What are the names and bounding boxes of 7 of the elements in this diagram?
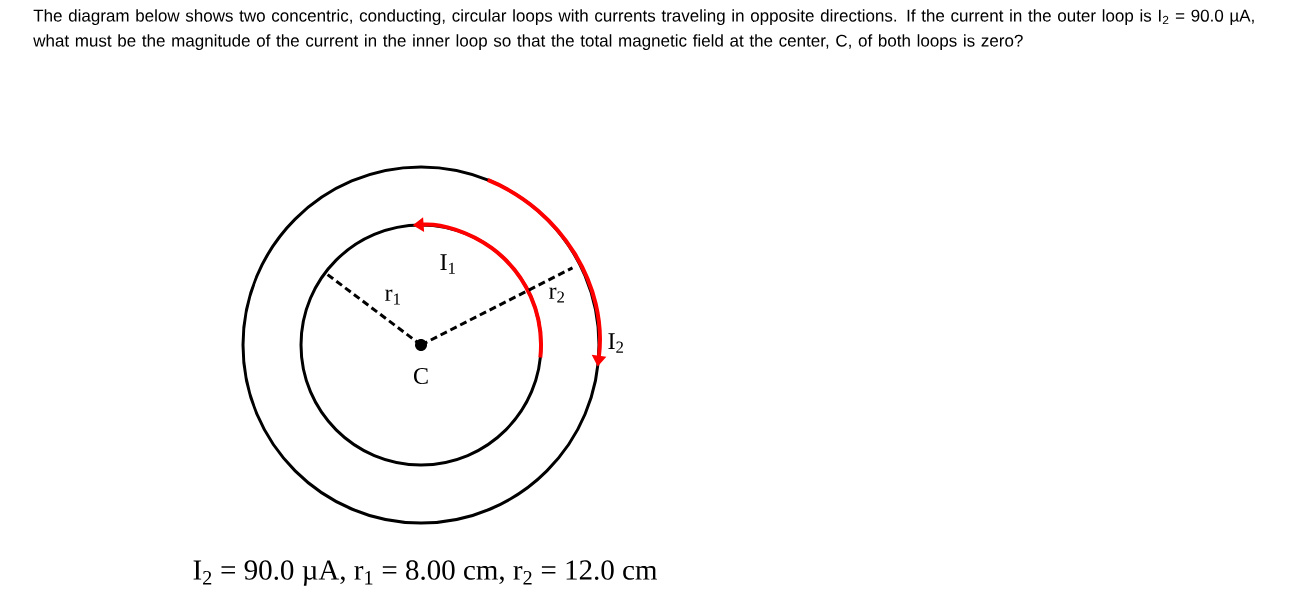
given-values: I$_{2}$ = 90.0 µA, r$_{1}$ = 8.00 cm, r$_{2}$ = 12.0 cm xyxy=(193,560,658,586)
question-text: The diagram below shows two concentric, conducting, circular loops with currents traveling in opposite directions. If the current in the outer loop is I$_{2}$ = 90.0 µA, what must be the magnitude of the current in the inner loop so that the total magnetic field at the center, C, of both loops is zero? xyxy=(33,9,1254,51)
current-label: I$_{2}$ xyxy=(608,333,623,353)
radius-label: r$_{2}$ xyxy=(549,287,564,303)
current-label: I$_{1}$ xyxy=(440,254,455,274)
center-label: C xyxy=(414,367,428,385)
radius-label: r$_{1}$ xyxy=(385,289,400,305)
